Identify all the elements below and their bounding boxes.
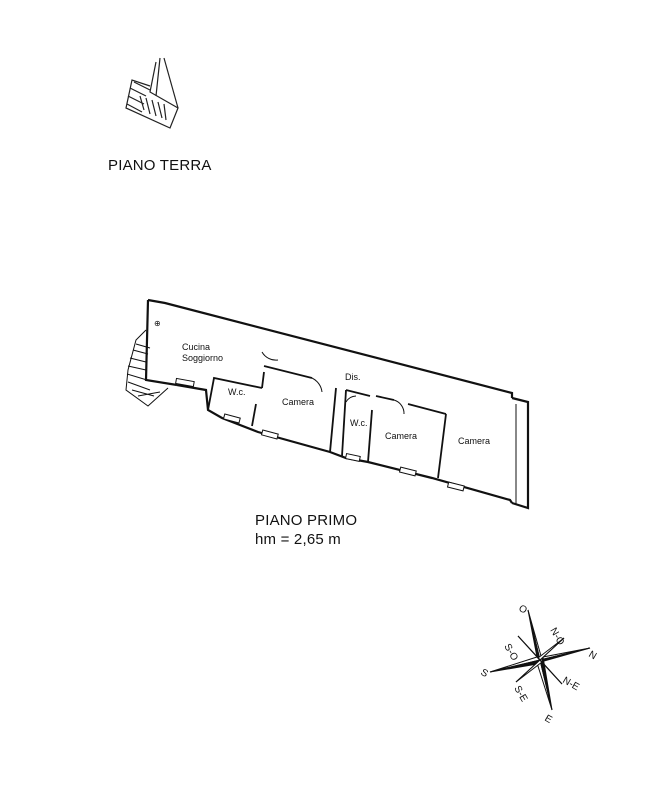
- room-kitchen-label-2: Soggiorno: [182, 353, 224, 363]
- first-floor-title: PIANO PRIMO: [255, 512, 358, 529]
- room-wc-1-label: W.c.: [228, 387, 246, 397]
- room-dis-label: Dis.: [345, 372, 361, 382]
- room-camera-1-label: Camera: [282, 397, 315, 407]
- compass-s-label: S: [479, 667, 491, 680]
- compass-no-label: N-O: [547, 626, 566, 648]
- windows: [175, 377, 465, 492]
- compass-o-label: O: [517, 603, 529, 617]
- room-wc-2-label: W.c.: [350, 418, 368, 428]
- room-camera-2-label: Camera: [385, 431, 418, 441]
- compass-n-label: N: [587, 649, 599, 662]
- first-floor-staircase: ⊕: [125, 319, 169, 407]
- svg-text:⊕: ⊕: [154, 319, 161, 328]
- first-floor-walls: [144, 298, 530, 510]
- compass-e-label: E: [543, 713, 555, 726]
- room-camera-3-label: Camera: [458, 436, 491, 446]
- door-swings: [261, 351, 405, 415]
- room-kitchen-label-1: Cucina: [182, 342, 211, 352]
- ground-floor-title: PIANO TERRA: [108, 157, 212, 174]
- first-floor-height-note: hm = 2,65 m: [255, 531, 341, 548]
- ground-floor-stair-sketch: [125, 57, 179, 129]
- first-floor-inner-walls: [207, 365, 447, 479]
- compass-se-label: S-E: [511, 684, 529, 704]
- compass-ne-label: N-E: [561, 675, 582, 693]
- compass-rose: N N-E E S-E S S-O O N-O: [479, 603, 599, 726]
- compass-so-label: S-O: [501, 642, 520, 663]
